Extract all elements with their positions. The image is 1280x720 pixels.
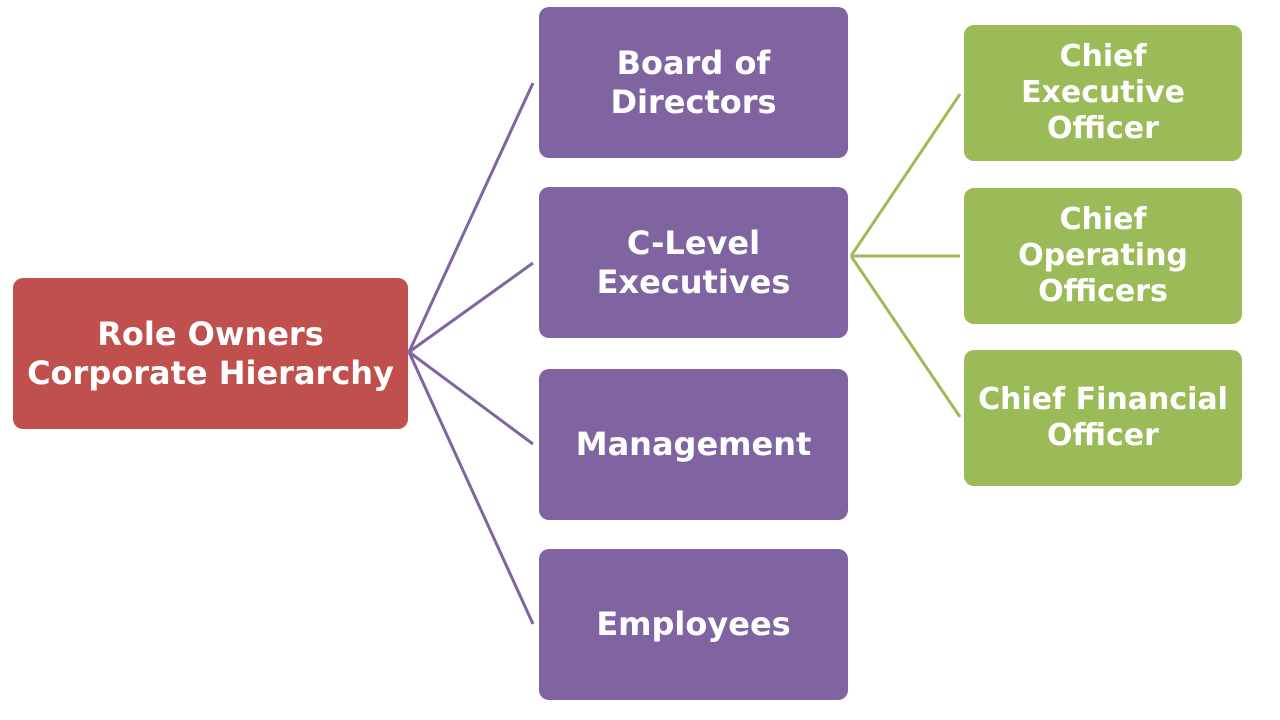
node-chief-operating-officers: Chief Operating Officers	[964, 188, 1242, 324]
node-chief-financial-officer: Chief Financial Officer	[964, 350, 1242, 486]
connector-root-to-clevel	[408, 261, 534, 354]
node-management-label: Management	[575, 425, 812, 464]
node-management: Management	[539, 369, 848, 520]
node-c-level-executives-label: C-Level Executives	[596, 224, 791, 301]
node-chief-executive-officer-label: Chief Executive Officer	[1021, 39, 1185, 146]
connector-root-to-board	[407, 82, 535, 353]
node-chief-financial-officer-label: Chief Financial Officer	[978, 382, 1228, 453]
root-node: Role Owners Corporate Hierarchy	[13, 278, 408, 429]
node-board-of-directors-label: Board of Directors	[610, 44, 777, 121]
node-chief-operating-officers-label: Chief Operating Officers	[1018, 202, 1188, 309]
connector-root-to-employees	[407, 351, 535, 625]
node-employees: Employees	[539, 549, 848, 700]
node-c-level-executives: C-Level Executives	[539, 187, 848, 338]
node-board-of-directors: Board of Directors	[539, 7, 848, 158]
node-chief-executive-officer: Chief Executive Officer	[964, 25, 1242, 161]
node-employees-label: Employees	[596, 605, 791, 644]
connector-clevel-to-ceo	[849, 93, 962, 257]
connector-clevel-to-cfo	[849, 255, 962, 418]
connector-root-to-management	[408, 350, 534, 446]
root-node-label: Role Owners Corporate Hierarchy	[27, 315, 394, 392]
